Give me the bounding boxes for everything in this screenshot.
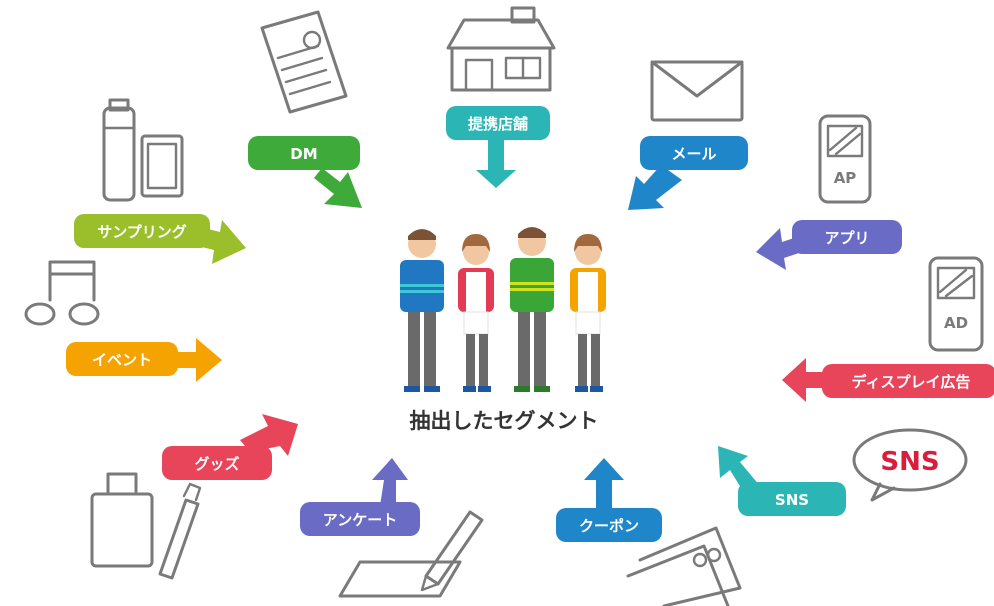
- channel-mail: メール: [628, 136, 748, 210]
- person-icon: [570, 234, 606, 392]
- label-box: [792, 220, 902, 254]
- segment-title: 抽出したセグメント: [410, 409, 599, 433]
- channel-survey: アンケート: [300, 458, 420, 536]
- channel-sns: SNS: [718, 446, 846, 516]
- channel-sampling: サンプリング: [74, 214, 246, 264]
- channel-label: SNS: [775, 491, 809, 509]
- arrow: [584, 458, 624, 512]
- label-box: [248, 136, 360, 170]
- channel-app: アプリ: [756, 220, 902, 270]
- label-box: [446, 106, 550, 140]
- channel-label: アンケート: [323, 511, 397, 529]
- coupon-cards-icon: [626, 526, 742, 606]
- arrow: [314, 168, 362, 208]
- channel-label: アプリ: [824, 229, 869, 247]
- music-note-icon: [24, 260, 100, 326]
- channel-store: 提携店舗: [446, 106, 550, 188]
- arrow: [476, 136, 516, 188]
- label-box: [738, 482, 846, 516]
- channel-label: イベント: [92, 351, 152, 369]
- label-box: [74, 214, 210, 248]
- arrow: [628, 166, 682, 210]
- label-box: [66, 342, 178, 376]
- channel-coupon: クーポン: [556, 458, 662, 542]
- channel-label: 提携店舗: [468, 115, 528, 133]
- pen-icon: [158, 482, 202, 580]
- channel-label: サンプリング: [97, 223, 187, 241]
- sample-bottle-icon: [102, 98, 136, 202]
- person-icon: [510, 227, 554, 392]
- pencil-paper-icon: [338, 510, 484, 598]
- label-box: [300, 502, 420, 536]
- person-icon: [458, 234, 494, 392]
- arrow: [782, 358, 840, 402]
- document-icon: [260, 10, 348, 114]
- channel-dm: DM: [248, 136, 362, 208]
- channel-goods: グッズ: [162, 414, 298, 480]
- shopping-bag-icon: [90, 472, 154, 568]
- label-box: [162, 446, 272, 480]
- arrow: [240, 414, 298, 456]
- channel-label: メール: [671, 145, 716, 163]
- svg-text:AP: AP: [834, 169, 857, 187]
- channel-label: クーポン: [579, 517, 639, 535]
- svg-text:AD: AD: [944, 314, 968, 332]
- label-box: [556, 508, 662, 542]
- channel-label: ディスプレイ広告: [852, 373, 971, 391]
- store-icon: [446, 6, 556, 92]
- person-icon: [400, 229, 444, 392]
- arrow: [372, 458, 408, 506]
- channel-label: DM: [290, 145, 317, 163]
- channel-label: グッズ: [194, 455, 239, 473]
- segment-people-group: [400, 227, 606, 392]
- arrow: [166, 338, 222, 382]
- channel-event: イベント: [66, 338, 222, 382]
- smartphone-app-icon: AP: [818, 114, 872, 204]
- label-box: [640, 136, 748, 170]
- svg-text:SNS: SNS: [880, 447, 939, 477]
- label-box: [822, 364, 994, 398]
- sns-speech-bubble-icon: SNS: [852, 428, 968, 502]
- smartphone-ad-icon: AD: [928, 256, 984, 352]
- channel-display-ad: ディスプレイ広告: [782, 358, 994, 402]
- envelope-icon: [650, 60, 744, 122]
- sample-box-icon: [140, 134, 184, 198]
